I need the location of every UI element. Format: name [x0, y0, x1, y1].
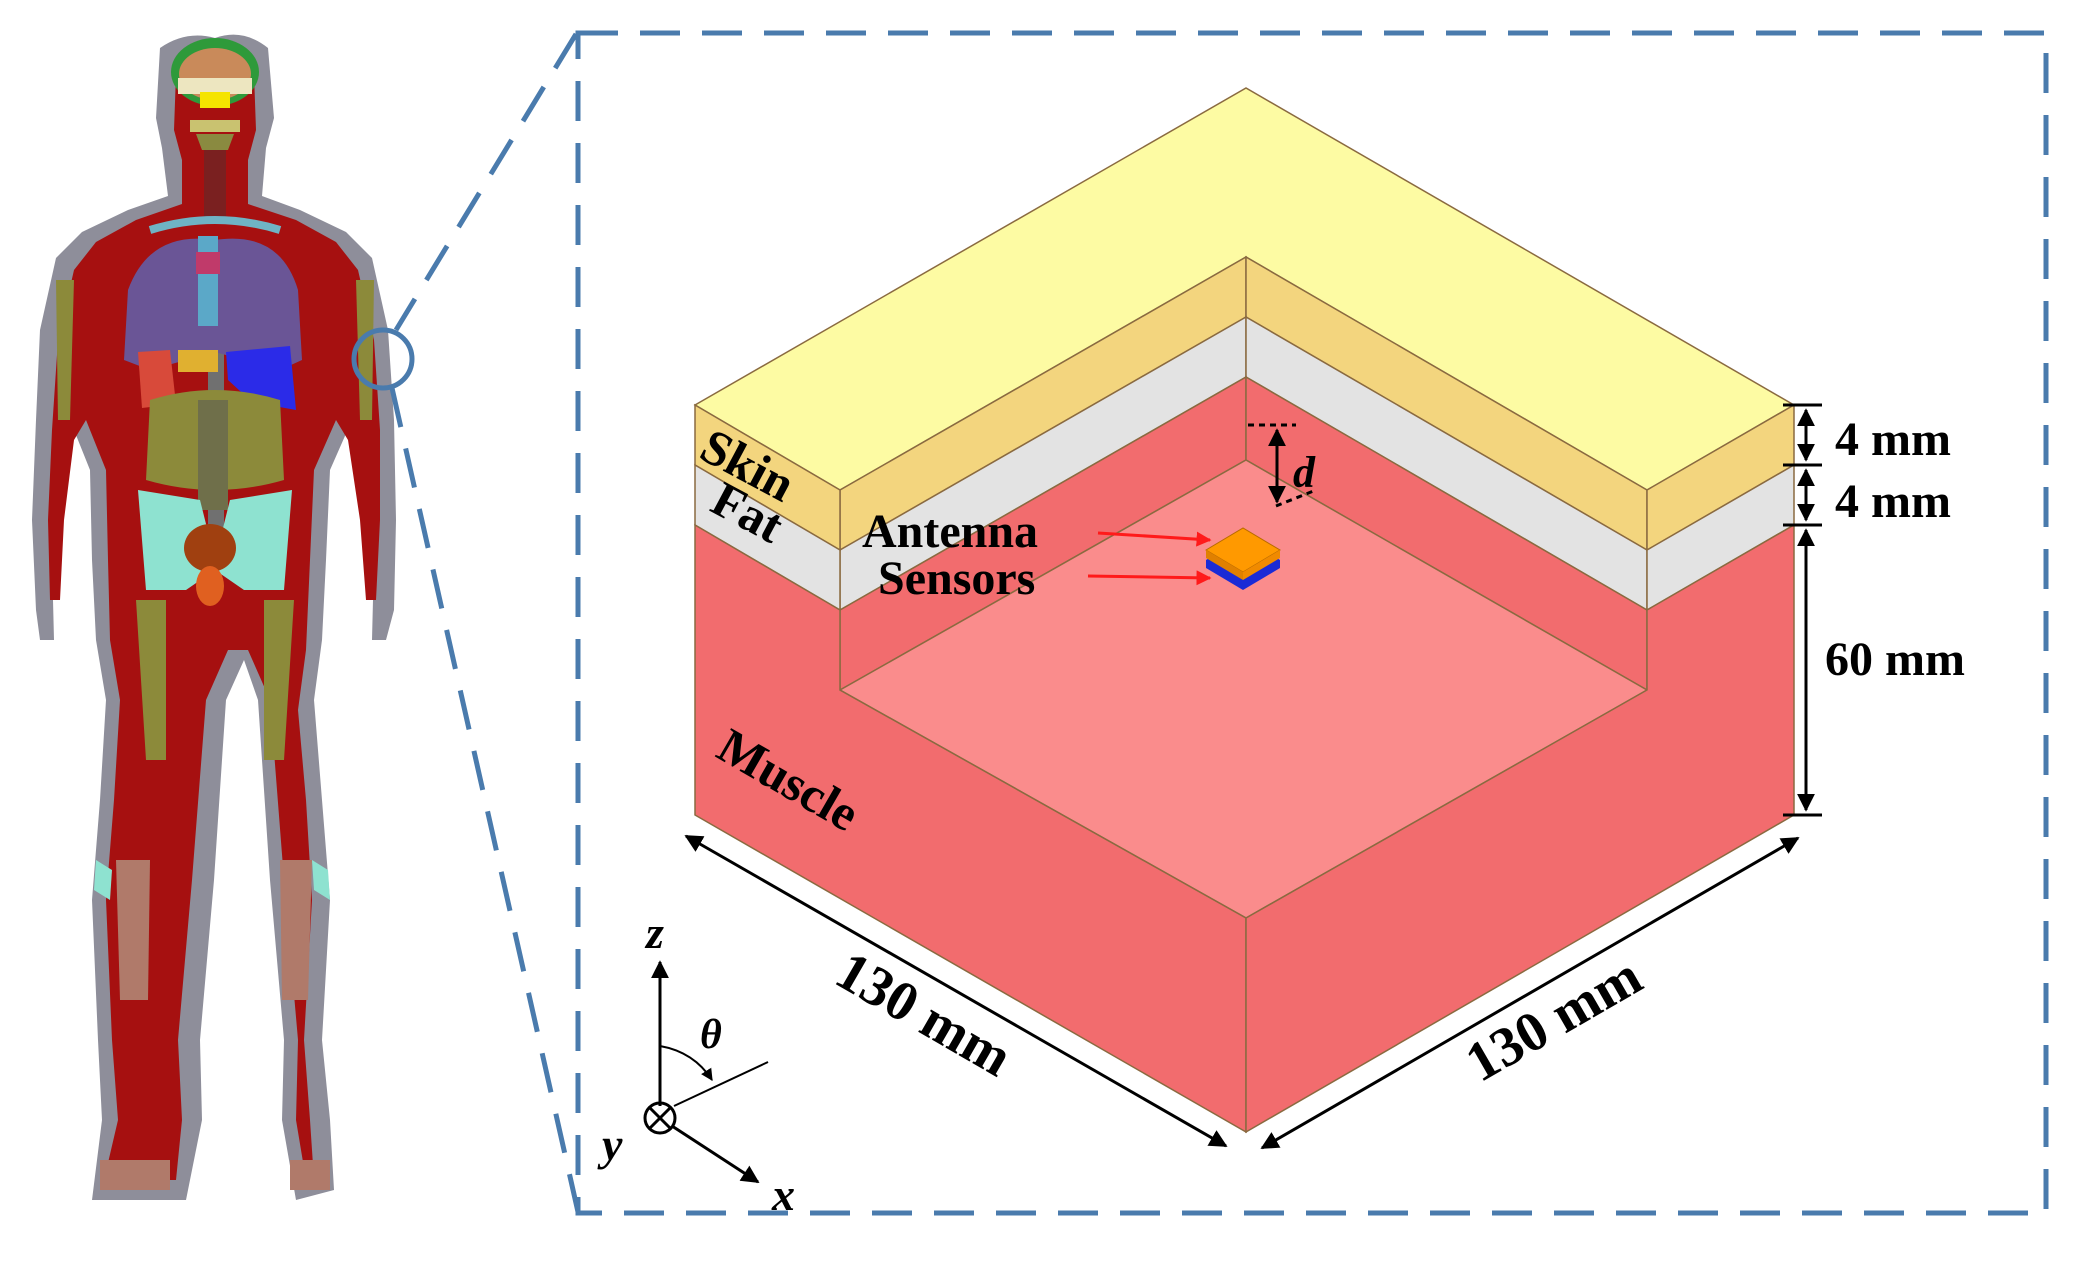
depth-indicator	[1248, 423, 1317, 508]
human-body-model	[32, 34, 396, 1201]
skin-thickness-label: 4 mm	[1835, 413, 1951, 466]
coordinate-axes	[643, 960, 769, 1184]
z-axis-label: z	[644, 907, 664, 958]
length-dimensions	[684, 834, 1800, 1150]
y-axis-label: y	[597, 1119, 623, 1170]
antenna-pointer	[1097, 531, 1212, 547]
y-axis-into-page-icon	[643, 1101, 677, 1135]
theta-label: θ	[700, 1012, 722, 1058]
pelvis	[138, 490, 292, 590]
x-axis-label: x	[771, 1169, 795, 1220]
muscle-thickness-label: 60 mm	[1825, 633, 1965, 686]
location-marker	[351, 327, 415, 391]
sensors-pointer	[1087, 570, 1212, 586]
fat-thickness-label: 4 mm	[1835, 475, 1951, 528]
sensors-label: Sensors	[878, 552, 1035, 605]
zoom-frame	[389, 30, 2049, 1216]
antenna-sensor-stack	[1205, 527, 1281, 590]
depth-label: d	[1293, 448, 1316, 497]
antenna-label: Antenna	[862, 505, 1038, 558]
thickness-dimensions	[1783, 403, 1822, 817]
